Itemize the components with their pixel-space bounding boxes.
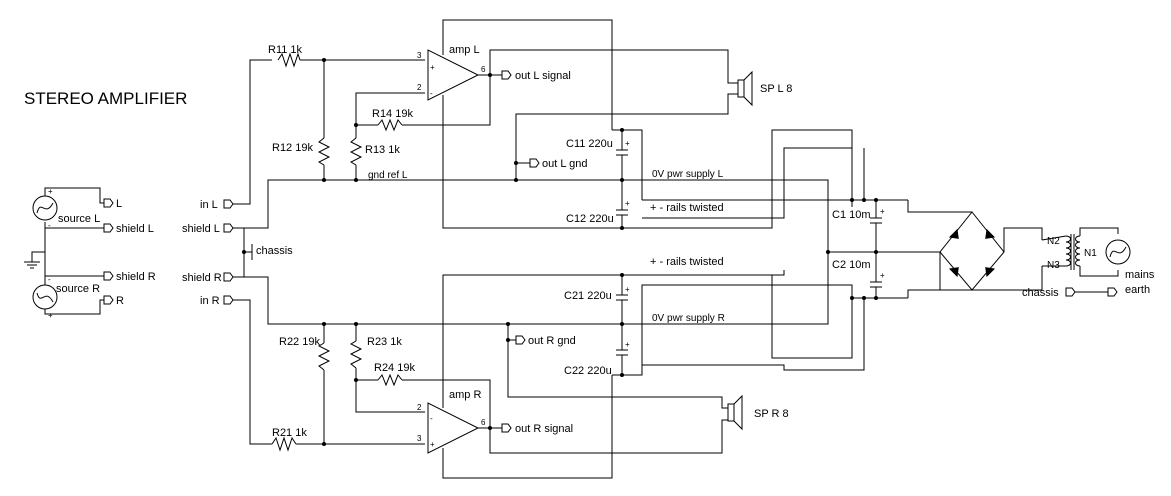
c22-label: C22 220u <box>564 365 612 377</box>
supply-r-label: 0V pwr supply R <box>652 313 725 324</box>
r11-label: R11 1k <box>268 44 303 56</box>
svg-text:+: + <box>880 271 885 280</box>
source-out-l-label: L <box>116 198 122 210</box>
schematic-title: STEREO AMPLIFIER <box>24 89 187 108</box>
out-r-gnd-label: out R gnd <box>528 335 576 347</box>
out-l-gnd-label: out L gnd <box>542 158 587 170</box>
left-channel-wiring <box>233 19 853 252</box>
c12-label: C12 220u <box>566 213 614 225</box>
out-l-signal-label: out L signal <box>515 70 571 82</box>
source-l <box>32 187 104 229</box>
source-ground-icon <box>24 228 46 276</box>
input-chassis-label: chassis <box>256 245 293 257</box>
svg-text:+: + <box>625 340 630 349</box>
out-r-signal-label: out R signal <box>515 423 573 435</box>
amp-r-pin3: 3 <box>417 434 422 443</box>
power-supply-wiring <box>826 148 1131 300</box>
n2-label: N2 <box>1047 236 1060 247</box>
input-in-r-label: in R <box>200 295 220 307</box>
source-connectors <box>103 198 114 305</box>
amp-l-pin2: 2 <box>417 83 422 92</box>
mains-label: mains <box>1125 269 1155 281</box>
amp-r-pin6: 6 <box>481 418 486 427</box>
r23-label: R23 1k <box>367 336 402 348</box>
amp-r-pin2: 2 <box>417 403 422 412</box>
amp-l-label: amp L <box>449 44 480 56</box>
right-channel-wiring <box>233 252 865 479</box>
r12-label: R12 19k <box>272 142 313 154</box>
source-out-shield-l-label: shield L <box>116 223 154 235</box>
supply-l-label: 0V pwr supply L <box>652 169 724 180</box>
svg-text:+: + <box>880 207 885 216</box>
svg-text:+: + <box>625 199 630 208</box>
input-in-l-label: in L <box>200 199 218 211</box>
input-shield-l-label: shield L <box>182 223 220 235</box>
source-r-label: source R <box>56 283 100 295</box>
n1-label: N1 <box>1084 248 1097 259</box>
r24-label: R24 19k <box>374 362 415 374</box>
svg-text:+: + <box>430 440 435 449</box>
svg-text:-: - <box>430 89 433 98</box>
rails-l-label: + - rails twisted <box>650 202 724 214</box>
speaker-l-label: SP L 8 <box>760 83 792 95</box>
r14-label: R14 19k <box>372 108 413 120</box>
polarity-marks: + - - + + + + + + + <box>430 63 885 449</box>
amp-l-pin6: 6 <box>481 65 486 74</box>
svg-text:-: - <box>430 414 433 423</box>
power-chassis-label: chassis <box>1022 287 1059 299</box>
source-r-plus: + <box>48 311 53 320</box>
rails-r-label: + - rails twisted <box>650 256 724 268</box>
c2-label: C2 10m <box>832 259 871 271</box>
source-l-plus: + <box>48 187 53 196</box>
svg-text:+: + <box>625 139 630 148</box>
chassis-junction <box>233 227 253 278</box>
input-shield-r-label: shield R <box>182 272 222 284</box>
source-r <box>32 275 104 315</box>
source-out-shield-r-label: shield R <box>116 271 156 283</box>
svg-text:+: + <box>625 285 630 294</box>
svg-text:+: + <box>430 63 435 72</box>
source-l-minus: - <box>48 221 51 230</box>
n3-label: N3 <box>1047 260 1060 271</box>
gnd-ref-l-label: gnd ref L <box>368 170 408 181</box>
amp-r-label: amp R <box>449 389 481 401</box>
input-connectors <box>223 199 234 305</box>
c11-label: C11 220u <box>566 138 613 150</box>
earth-label: earth <box>1125 284 1150 296</box>
source-l-label: source L <box>58 213 100 225</box>
r21-label: R21 1k <box>272 427 307 439</box>
amp-l-pin3: 3 <box>417 51 422 60</box>
c1-label: C1 10m <box>832 209 871 221</box>
source-r-minus: - <box>48 275 51 284</box>
r13-label: R13 1k <box>365 144 400 156</box>
source-out-r-label: R <box>116 295 124 307</box>
c21-label: C21 220u <box>564 290 612 302</box>
speaker-r-label: SP R 8 <box>754 408 789 420</box>
r22-label: R22 19k <box>279 336 320 348</box>
